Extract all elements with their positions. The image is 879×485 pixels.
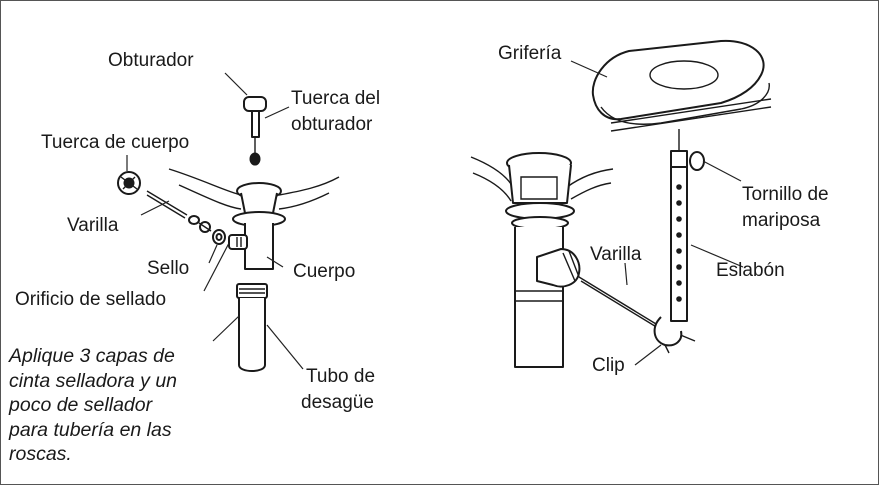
drain-assembly-right [505, 152, 581, 368]
label-griferia: Grifería [498, 43, 562, 64]
pivot-rod-left-illustration [146, 190, 212, 233]
clevis-strap-illustration [670, 166, 688, 322]
note-line: cinta selladora y un [9, 369, 178, 392]
label-tuerca-obturador-line2: obturador [291, 114, 373, 135]
label-clip: Clip [592, 355, 625, 376]
leader-lines-right [570, 60, 744, 366]
note-line: roscas. [9, 443, 72, 465]
leader-lines-left [126, 72, 304, 370]
lift-rod-illustration [670, 129, 705, 171]
label-tuerca-cuerpo: Tuerca de cuerpo [41, 132, 190, 153]
spring-clip-illustration [653, 316, 683, 354]
label-orificio-sellado: Orificio de sellado [15, 289, 167, 310]
label-cuerpo: Cuerpo [293, 261, 356, 282]
label-tubo-line1: Tubo de [306, 366, 376, 387]
seal-washer-illustration [212, 229, 226, 245]
stopper-illustration [243, 96, 267, 166]
label-varilla-left: Varilla [67, 215, 119, 236]
label-tornillo-line2: mariposa [742, 210, 821, 231]
sealant-instruction-note: Aplique 3 capas de cinta selladora y un … [9, 344, 254, 467]
faucet-illustration [591, 39, 772, 132]
body-nut-illustration [117, 171, 141, 195]
drain-body-illustration [228, 182, 286, 270]
tailpiece-illustration [236, 283, 268, 372]
note-line: poco de sellador [9, 394, 153, 416]
label-varilla-right: Varilla [590, 244, 642, 265]
note-line: para tubería en las [9, 418, 172, 441]
sink-bowl-left [168, 168, 340, 210]
label-tuerca-obturador-line1: Tuerca del [291, 88, 381, 109]
label-obturador: Obturador [108, 50, 194, 71]
label-tornillo-line1: Tornillo de [742, 184, 829, 205]
label-eslabon: Eslabón [716, 260, 785, 281]
note-line: Aplique 3 capas de [9, 345, 175, 367]
label-sello: Sello [147, 258, 190, 279]
label-tubo-line2: desagüe [301, 392, 374, 413]
